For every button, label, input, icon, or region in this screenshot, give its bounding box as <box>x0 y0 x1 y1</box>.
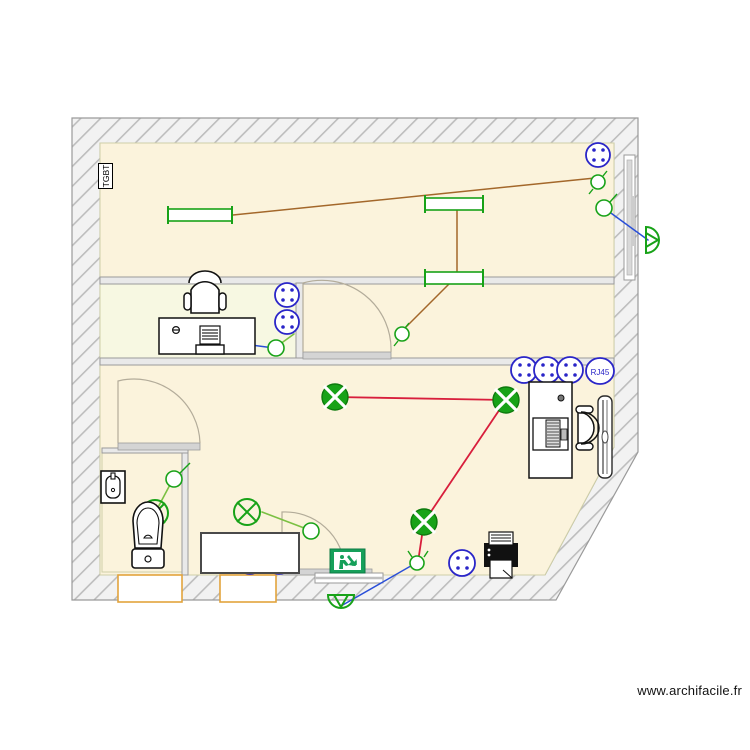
window-south-3 <box>314 572 384 584</box>
tgbt-panel-label: TGBT <box>100 164 111 188</box>
socket-rj45 <box>585 357 615 385</box>
switch-east-window <box>595 193 618 217</box>
doors <box>117 279 392 576</box>
window-south-2 <box>219 574 277 603</box>
switch-north-east <box>393 322 410 347</box>
furniture-desk-east <box>528 381 600 479</box>
wall-light-south <box>326 594 356 609</box>
furniture-wc <box>131 501 165 569</box>
fluorescent-3 <box>424 269 484 287</box>
window-east <box>623 154 636 281</box>
furniture-printer <box>484 531 518 579</box>
wall-light-east <box>645 225 660 255</box>
switch-north-right <box>588 170 608 195</box>
tgbt-panel[interactable]: TGBT <box>98 163 113 189</box>
windows <box>117 154 636 603</box>
room-office-north-east <box>301 282 615 359</box>
switch-bathroom <box>165 462 191 488</box>
switch-hall <box>302 522 320 540</box>
exit-sign <box>329 548 366 574</box>
switch-office-west <box>267 339 285 357</box>
fluorescent-1 <box>167 206 233 224</box>
window-south-1 <box>117 574 183 603</box>
furniture-desk-west <box>158 270 256 355</box>
fluorescent-fixtures[interactable] <box>167 195 484 287</box>
socket-office-west-1 <box>274 282 300 308</box>
socket-desk-east-1 <box>510 356 538 384</box>
furniture-sink <box>100 470 126 504</box>
ceiling-light-hall <box>233 498 261 526</box>
wire-brown <box>232 177 596 332</box>
socket-north-east <box>585 142 611 168</box>
ceiling-light-central-south <box>410 508 438 536</box>
power-sockets[interactable] <box>237 142 615 577</box>
socket-desk-east-2 <box>533 356 561 384</box>
socket-printer <box>448 549 476 577</box>
socket-office-west-2 <box>274 309 300 335</box>
socket-desk-east-3 <box>556 356 584 384</box>
site-watermark: www.archifacile.fr <box>637 683 742 698</box>
furniture-bathroom <box>100 470 300 574</box>
ceiling-light-central-west <box>321 383 349 411</box>
wall-lights[interactable] <box>326 225 660 609</box>
switches[interactable] <box>165 170 618 571</box>
window-east-lower <box>597 395 613 479</box>
furniture-counter <box>200 532 300 574</box>
ceiling-light-central-east <box>492 386 520 414</box>
fluorescent-2 <box>424 195 484 213</box>
switch-south-central <box>407 550 429 571</box>
